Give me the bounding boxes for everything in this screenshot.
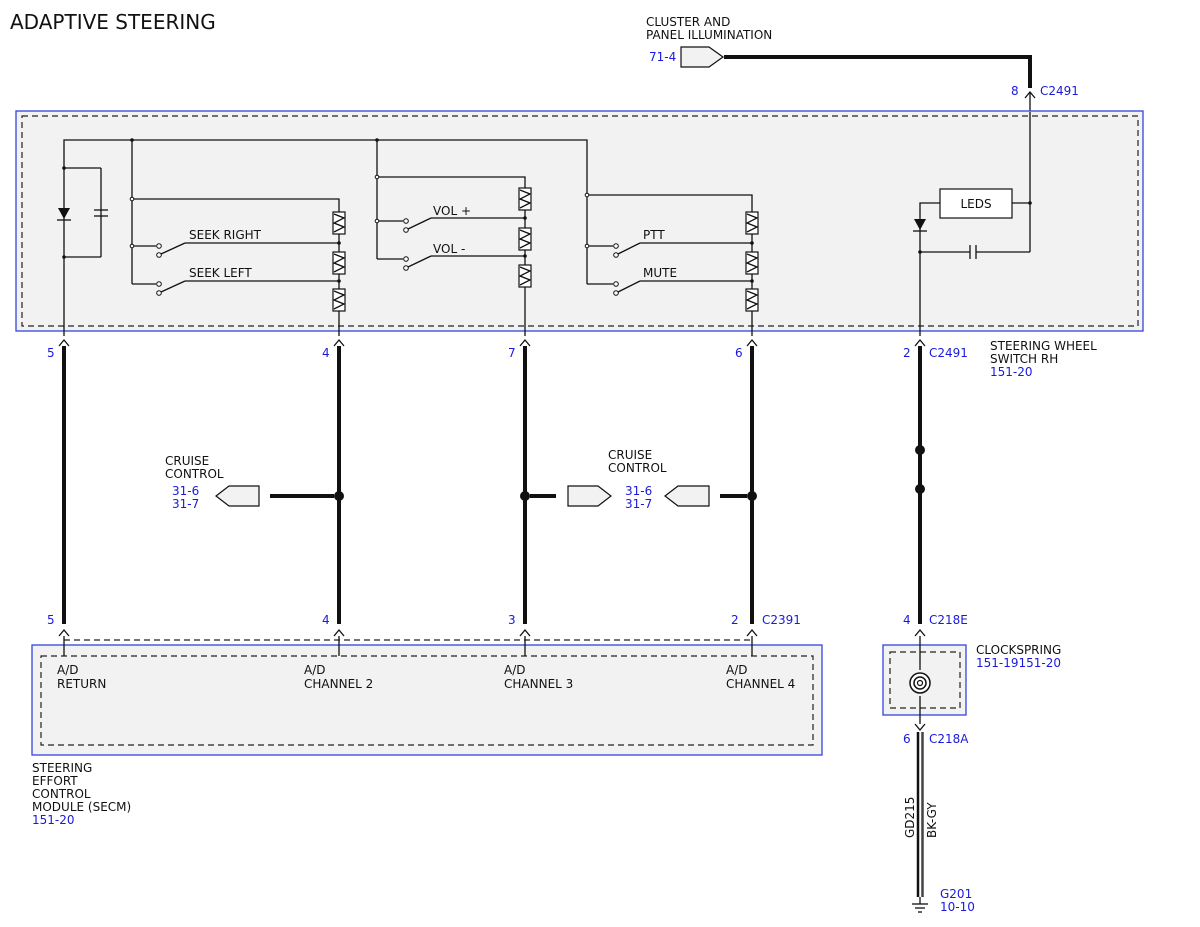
cruise-2-ref-2[interactable]: 31-7	[625, 497, 652, 511]
ad-return-label-line1: A/D	[57, 663, 79, 677]
secm-pin-markers	[58, 628, 758, 637]
mute-label: MUTE	[643, 266, 677, 280]
cruise-1-label-line2: CONTROL	[165, 467, 224, 481]
secm-pin-3: 3	[508, 613, 516, 627]
seek-right-label: SEEK RIGHT	[189, 228, 262, 242]
switch-name-line1: STEERING WHEEL	[990, 339, 1097, 353]
clockspring-ref[interactable]: 151-19151-20	[976, 656, 1061, 670]
ground-ref[interactable]: 10-10	[940, 900, 975, 914]
ad-return-label-line2: RETURN	[57, 677, 106, 691]
switch-connector-id: C2491	[929, 346, 968, 360]
illumination-label-line1: CLUSTER AND	[646, 15, 730, 29]
switch-pin-7: 7	[508, 346, 516, 360]
secm-name-line3: CONTROL	[32, 787, 91, 801]
ground-symbol-icon	[912, 897, 928, 913]
clockspring-top-connector: C218E	[929, 613, 968, 627]
illumination-wire	[724, 55, 1032, 88]
cruise-2-ref-1[interactable]: 31-6	[625, 484, 652, 498]
illumination-pin: 8	[1011, 84, 1019, 98]
cruise-2-connector-arrow	[664, 485, 710, 507]
vol-down-label: VOL -	[433, 242, 465, 256]
switch-name-line2: SWITCH RH	[990, 352, 1058, 366]
illumination-ref[interactable]: 71-4	[649, 50, 676, 64]
diode-icon	[58, 208, 70, 219]
secm-connector-id: C2391	[762, 613, 801, 627]
secm-pin-5: 5	[47, 613, 55, 627]
secm-ref[interactable]: 151-20	[32, 813, 75, 827]
ground-name[interactable]: G201	[940, 887, 972, 901]
cruise-2-label-line2: CONTROL	[608, 461, 667, 475]
cruise-1-label-line1: CRUISE	[165, 454, 209, 468]
ptt-label: PTT	[643, 228, 665, 242]
diagram-title: ADAPTIVE STEERING	[10, 10, 216, 34]
switch-pin-6: 6	[735, 346, 743, 360]
secm-pin-2: 2	[731, 613, 739, 627]
splice-dot	[747, 491, 757, 501]
ad-channel3-label-line1: A/D	[504, 663, 526, 677]
steering-wheel-switch-box	[15, 110, 1144, 332]
ad-channel3-label-line2: CHANNEL 3	[504, 677, 573, 691]
ad-channel2-label-line1: A/D	[304, 663, 326, 677]
clockspring-coil-icon	[909, 672, 931, 694]
cruise-1-connector-arrow	[215, 485, 260, 507]
clockspring-bottom-pin: 6	[903, 732, 911, 746]
cruise-out-connector-arrow	[567, 485, 612, 507]
clockspring-bottom-connector: C218A	[929, 732, 969, 746]
splice-dot	[520, 491, 530, 501]
switch-pin-2: 2	[903, 346, 911, 360]
clockspring-top-pin: 4	[903, 613, 911, 627]
ad-channel2-label-line2: CHANNEL 2	[304, 677, 373, 691]
switch-common-bus	[63, 139, 588, 336]
clockspring-top-pin-marker	[914, 628, 926, 637]
splice-dot	[915, 445, 925, 455]
vol-up-label: VOL +	[433, 204, 471, 218]
splice-dot	[915, 484, 925, 494]
secm-pin-4: 4	[322, 613, 330, 627]
switch-ref[interactable]: 151-20	[990, 365, 1033, 379]
seek-left-label: SEEK LEFT	[189, 266, 252, 280]
secm-name-line2: EFFORT	[32, 774, 78, 788]
illumination-connector-arrow	[680, 46, 725, 68]
led-diode-icon	[914, 219, 926, 230]
mute-switch-icon	[617, 280, 641, 293]
vol-down-switch-icon	[407, 255, 432, 268]
secm-module-box	[31, 644, 823, 756]
leds-label: LEDS	[960, 197, 991, 211]
ground-wire-color: BK-GY	[925, 802, 939, 838]
switch-pin-5: 5	[47, 346, 55, 360]
cruise-2-label-line1: CRUISE	[608, 448, 652, 462]
seek-right-switch-icon	[160, 242, 186, 255]
clockspring-bottom-pin-marker	[914, 723, 926, 732]
switch-pin-markers	[58, 338, 926, 347]
splice-dot	[334, 491, 344, 501]
switch-pin-4: 4	[322, 346, 330, 360]
ad-channel4-label-line1: A/D	[726, 663, 748, 677]
illumination-label-line2: PANEL ILLUMINATION	[646, 28, 772, 42]
seek-left-switch-icon	[160, 280, 186, 293]
clockspring-name: CLOCKSPRING	[976, 643, 1061, 657]
ad-channel4-label-line2: CHANNEL 4	[726, 677, 795, 691]
secm-name-line4: MODULE (SECM)	[32, 800, 131, 814]
ptt-switch-icon	[617, 242, 641, 255]
cruise-1-ref-1[interactable]: 31-6	[172, 484, 199, 498]
ground-circuit-id: GD215	[903, 797, 917, 838]
cruise-1-ref-2[interactable]: 31-7	[172, 497, 199, 511]
secm-name-line1: STEERING	[32, 761, 92, 775]
vol-up-switch-icon	[407, 217, 432, 230]
illumination-connector-id: C2491	[1040, 84, 1079, 98]
